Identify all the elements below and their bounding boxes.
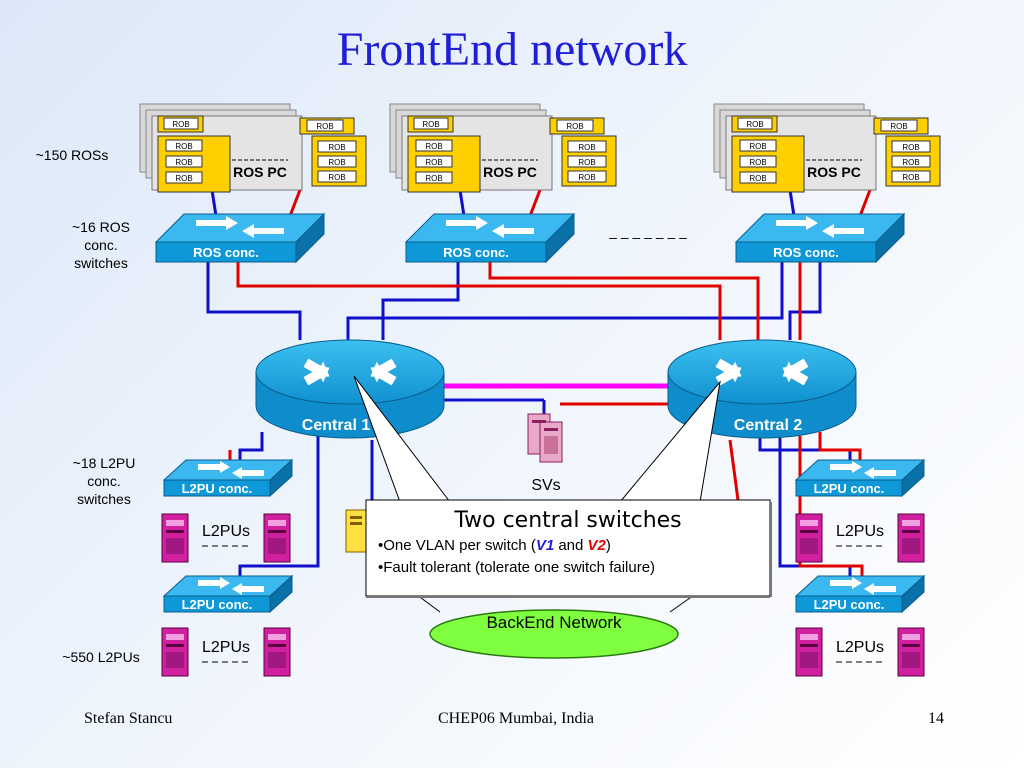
svs-label: SVs bbox=[531, 477, 560, 494]
rob-label: ROB bbox=[578, 143, 595, 152]
rob-label: ROB bbox=[425, 142, 442, 151]
ros-pc-label: ROS PC bbox=[483, 164, 537, 180]
rob-label: ROB bbox=[902, 158, 919, 167]
l2pu-conc-switch-4: L2PU conc. bbox=[794, 574, 926, 614]
rob-label: ROB bbox=[172, 120, 189, 129]
l2pu-group-1: L2PUs bbox=[161, 513, 291, 563]
callout bbox=[353, 375, 772, 598]
rob-label: ROB bbox=[328, 173, 345, 182]
svs-servers: SVs bbox=[527, 413, 563, 494]
server-icon bbox=[161, 627, 189, 677]
switch-icon bbox=[830, 461, 896, 479]
rob-label: ROB bbox=[425, 158, 442, 167]
l2pu-group-4: L2PUs bbox=[795, 627, 925, 677]
rob-label: ROB bbox=[328, 158, 345, 167]
server-icon bbox=[795, 627, 823, 677]
switch-icon bbox=[776, 216, 864, 238]
l2pu-group-3: L2PUs bbox=[795, 513, 925, 563]
l2pu-conc-label: L2PU conc. bbox=[182, 597, 253, 612]
l2pus-label: L2PUs bbox=[202, 639, 250, 656]
callout-title: Two central switches bbox=[454, 508, 682, 533]
central1-label: Central 1 bbox=[302, 417, 371, 434]
vlan2-tag: V2 bbox=[587, 537, 606, 554]
rob-label: ROB bbox=[175, 174, 192, 183]
rob-label: ROB bbox=[425, 174, 442, 183]
callout-bullet-fault: •Fault tolerant (tolerate one switch fai… bbox=[378, 559, 656, 576]
dfm-server bbox=[345, 509, 367, 553]
backend-label: BackEnd Network bbox=[486, 613, 622, 632]
ros-pc-label: ROS PC bbox=[233, 164, 287, 180]
vlan2-links bbox=[228, 189, 872, 576]
rob-label: ROB bbox=[749, 158, 766, 167]
rob-label: ROB bbox=[902, 143, 919, 152]
ros-pc-label: ROS PC bbox=[807, 164, 861, 180]
switch-icon bbox=[830, 577, 896, 595]
ros-conc-ellipsis: – – – – – – – bbox=[609, 229, 687, 245]
ros-pc-group-3: ROB ROB ROB ROB ROS PC ROB ROB ROB ROB bbox=[713, 103, 941, 193]
ros-conc-switch-1: ROS conc. bbox=[154, 212, 326, 264]
ros-conc-switch-2: ROS conc. bbox=[404, 212, 576, 264]
ros-conc-switch-3: ROS conc. bbox=[734, 212, 906, 264]
server-icon bbox=[161, 513, 189, 563]
rob-label: ROB bbox=[175, 158, 192, 167]
l2pu-conc-switch-1: L2PU conc. bbox=[162, 458, 294, 498]
l2pu-conc-label: L2PU conc. bbox=[182, 481, 253, 496]
server-icon bbox=[263, 627, 291, 677]
switch-icon bbox=[198, 577, 264, 595]
rob-label: ROB bbox=[578, 158, 595, 167]
central2-label: Central 2 bbox=[734, 417, 803, 434]
ros-switch-count-label: ~16 ROS conc. switches bbox=[72, 219, 130, 271]
rob-label: ROB bbox=[749, 174, 766, 183]
backend-network bbox=[429, 609, 679, 659]
rob-label: ROB bbox=[328, 143, 345, 152]
l2pus-label: L2PUs bbox=[836, 639, 884, 656]
l2pu-conc-label: L2PU conc. bbox=[814, 597, 885, 612]
l2pus-label: L2PUs bbox=[202, 523, 250, 540]
rob-label: ROB bbox=[422, 120, 439, 129]
l2pus-label: L2PUs bbox=[836, 523, 884, 540]
rob-label: ROB bbox=[566, 122, 583, 131]
server-icon bbox=[263, 513, 291, 563]
switch-icon bbox=[446, 216, 534, 238]
switch-icon bbox=[198, 461, 264, 479]
server-icon bbox=[897, 627, 925, 677]
ros-pc-group-2: ROB ROB ROB ROB ROS PC ROB ROB ROB ROB bbox=[389, 103, 617, 193]
vlan1-tag: V1 bbox=[535, 537, 555, 554]
ros-conc-label: ROS conc. bbox=[193, 245, 259, 260]
rob-label: ROB bbox=[175, 142, 192, 151]
l2pu-conc-switch-3: L2PU conc. bbox=[794, 458, 926, 498]
rob-label: ROB bbox=[316, 122, 333, 131]
bullet-suffix: ) bbox=[605, 537, 611, 554]
switch-icon bbox=[196, 216, 284, 238]
bullet-prefix: •One VLAN per switch ( bbox=[378, 537, 536, 554]
l2pu-conc-label: L2PU conc. bbox=[814, 481, 885, 496]
ros-pc-group-1: ROB ROB ROB ROB ROS PC ROB ROB ROB ROB bbox=[139, 103, 367, 193]
l2pu-conc-switch-2: L2PU conc. bbox=[162, 574, 294, 614]
l2pu-group-2: L2PUs bbox=[161, 627, 291, 677]
footer-author: Stefan Stancu bbox=[84, 710, 173, 727]
ros-count-label: ~150 ROSs bbox=[35, 147, 109, 163]
rob-label: ROB bbox=[578, 173, 595, 182]
callout-text: Two central switches •One VLAN per switc… bbox=[372, 508, 764, 579]
rob-label: ROB bbox=[890, 122, 907, 131]
central-switch-1: Central 1 bbox=[255, 339, 445, 439]
footer-event: CHEP06 Mumbai, India bbox=[438, 710, 594, 727]
callout-bullet-vlan: •One VLAN per switch (V1 and V2) bbox=[378, 535, 764, 557]
server-icon bbox=[897, 513, 925, 563]
rob-label: ROB bbox=[902, 173, 919, 182]
l2pu-count-label: ~550 L2PUs bbox=[62, 649, 140, 665]
rob-label: ROB bbox=[746, 120, 763, 129]
and-text: and bbox=[554, 537, 588, 554]
page-title: FrontEnd network bbox=[336, 23, 688, 76]
footer-page: 14 bbox=[928, 710, 944, 727]
server-icon bbox=[795, 513, 823, 563]
ros-conc-label: ROS conc. bbox=[773, 245, 839, 260]
l2pu-switch-count-label: ~18 L2PU conc. switches bbox=[72, 455, 136, 507]
rob-label: ROB bbox=[749, 142, 766, 151]
ros-conc-label: ROS conc. bbox=[443, 245, 509, 260]
